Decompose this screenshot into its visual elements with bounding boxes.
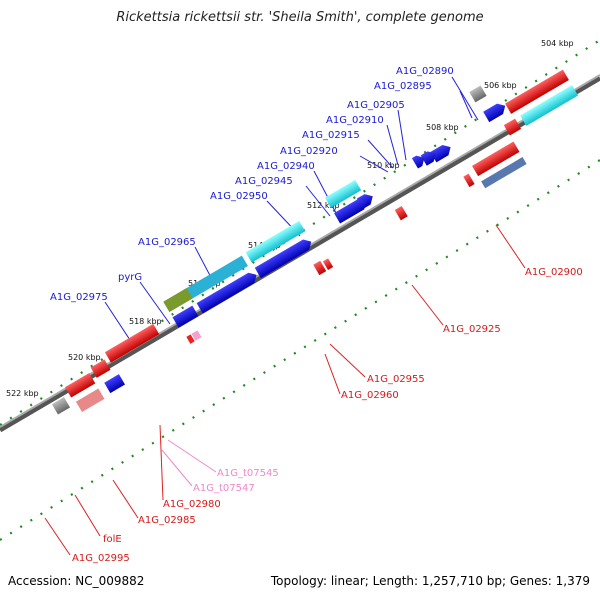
gene-feature[interactable] — [90, 359, 111, 378]
gene-label[interactable]: A1G_02940 — [257, 161, 315, 172]
gene-feature[interactable] — [322, 258, 334, 271]
gene-feature[interactable] — [186, 334, 195, 344]
tick-label: 508 kbp — [426, 123, 459, 132]
genome-title: Rickettsia rickettsii str. 'Sheila Smith… — [116, 10, 484, 25]
forward-gene-labels: A1G_02890 A1G_02895 A1G_02905 A1G_02910 … — [50, 66, 454, 303]
gene-feature[interactable] — [324, 179, 362, 208]
tick-label: 518 kbp — [129, 317, 162, 326]
gene-feature[interactable] — [245, 220, 306, 263]
gene-feature[interactable] — [411, 153, 428, 169]
gene-label[interactable]: A1G_02955 — [367, 374, 425, 385]
gene-label[interactable]: folE — [103, 534, 122, 545]
gene-feature[interactable] — [520, 85, 579, 126]
gene-feature[interactable] — [420, 148, 439, 166]
gene-label[interactable]: A1G_02945 — [235, 176, 293, 187]
gene-feature[interactable] — [51, 397, 71, 415]
gene-label[interactable]: A1G_02985 — [138, 515, 196, 526]
gene-label[interactable]: A1G_02995 — [72, 553, 130, 564]
tick-label: 504 kbp — [541, 39, 574, 48]
gene-feature[interactable] — [505, 69, 569, 114]
gene-feature[interactable] — [196, 270, 260, 314]
gene-feature[interactable] — [430, 142, 453, 163]
gene-label[interactable]: A1G_02950 — [210, 191, 268, 202]
reverse-strand-genes — [51, 69, 579, 415]
gene-feature[interactable] — [334, 196, 369, 224]
gene-label[interactable]: A1G_02920 — [280, 146, 338, 157]
accession-text: Accession: NC_009882 — [8, 574, 145, 588]
tick-label: 510 kbp — [367, 161, 400, 170]
gene-label[interactable]: A1G_02895 — [374, 81, 432, 92]
gene-label[interactable]: A1G_02915 — [302, 130, 360, 141]
gene-label[interactable]: A1G_02980 — [163, 499, 221, 510]
gene-feature[interactable] — [481, 157, 527, 189]
gene-label[interactable]: A1G_02905 — [347, 100, 405, 111]
tick-labels: 504 kbp 506 kbp 508 kbp 510 kbp 512 kbp … — [6, 39, 574, 398]
gene-feature[interactable] — [469, 85, 487, 103]
tick-label: 512 kbp — [307, 201, 340, 210]
gene-feature[interactable] — [172, 305, 199, 328]
gene-feature[interactable] — [65, 373, 96, 398]
gene-label[interactable]: pyrG — [118, 272, 142, 283]
gene-feature[interactable] — [472, 141, 520, 177]
gene-label[interactable]: A1G_t07547 — [193, 483, 255, 494]
gene-feature[interactable] — [254, 236, 315, 279]
tick-label: 522 kbp — [6, 389, 39, 398]
gene-feature[interactable] — [104, 374, 125, 394]
gene-label[interactable]: A1G_02975 — [50, 292, 108, 303]
gene-feature[interactable] — [483, 101, 508, 123]
gene-feature[interactable] — [163, 288, 193, 313]
gene-label[interactable]: A1G_02925 — [443, 324, 501, 335]
gene-label[interactable]: A1G_02910 — [326, 115, 384, 126]
tick-label: 506 kbp — [484, 81, 517, 90]
gene-feature[interactable] — [191, 330, 202, 341]
reverse-leader-lines — [44, 224, 526, 556]
gene-label[interactable]: A1G_02900 — [525, 267, 583, 278]
trna-leader-lines — [161, 439, 217, 487]
forward-leader-lines — [104, 76, 479, 341]
genome-summary-text: Topology: linear; Length: 1,257,710 bp; … — [270, 574, 590, 588]
gene-feature[interactable] — [463, 173, 475, 188]
gene-feature[interactable] — [75, 388, 105, 413]
gene-label[interactable]: A1G_02890 — [396, 66, 454, 77]
gene-label[interactable]: A1G_02965 — [138, 237, 196, 248]
gene-feature[interactable] — [313, 260, 327, 276]
gene-feature[interactable] — [104, 323, 160, 363]
tick-label: 520 kbp — [68, 353, 101, 362]
gene-label[interactable]: A1G_02960 — [341, 390, 399, 401]
reverse-scale-track — [0, 159, 600, 541]
reverse-gene-labels: A1G_02900 A1G_02925 A1G_02955 A1G_02960 … — [72, 267, 583, 564]
forward-strand-genes — [163, 85, 508, 328]
gene-label[interactable]: A1G_t07545 — [217, 468, 279, 479]
gene-feature[interactable] — [394, 205, 408, 221]
gene-feature[interactable] — [503, 118, 522, 136]
